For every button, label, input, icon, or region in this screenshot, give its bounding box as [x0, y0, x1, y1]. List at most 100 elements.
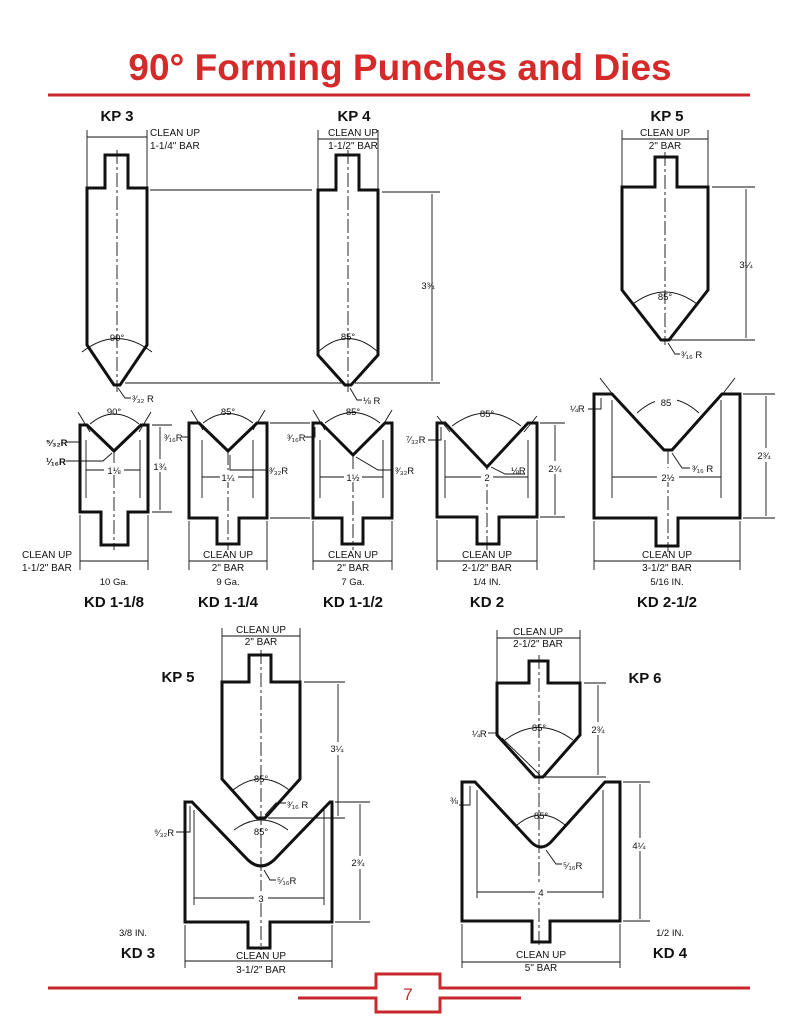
width-dim: 2 — [484, 473, 489, 484]
height-dim: 2¼ — [548, 464, 562, 475]
die-label: KD 1-1/8 — [84, 594, 144, 611]
angle-label: 85° — [341, 332, 356, 343]
die-label: KD 3 — [121, 945, 155, 962]
bar-size: 2-1/2" BAR — [462, 563, 512, 574]
bottom-radius-label: ³⁄₁₆ R — [692, 464, 713, 475]
bar-size: 3-1/2" BAR — [236, 965, 286, 976]
radius-label: ⅛ R — [363, 396, 381, 407]
die-outline — [460, 780, 622, 944]
punch-outline — [620, 155, 710, 342]
die-outline — [183, 800, 334, 950]
height-dim: 1¾ — [153, 462, 167, 473]
bottom-radius-label: ¹⁄₁₆R — [46, 457, 66, 468]
height-dim: 2¾ — [351, 858, 365, 869]
clean-up-label: CLEAN UP — [150, 128, 200, 139]
die-outline — [311, 421, 394, 546]
die-outline — [592, 392, 742, 548]
die-label: KD 4 — [653, 945, 688, 962]
angle-label: 90° — [107, 407, 122, 418]
gauge-label: 1/4 IN. — [473, 577, 501, 588]
clean-up-label: CLEAN UP — [236, 951, 286, 962]
bar-size: 2" BAR — [212, 563, 244, 574]
bottom-radius-label: ³⁄₃₂R — [395, 466, 414, 477]
height-dim: 4¼ — [632, 841, 646, 852]
punch-label: KP 5 — [161, 669, 194, 686]
width-dim: 1½ — [346, 473, 359, 484]
die-label: KD 1-1/4 — [198, 594, 259, 611]
height-dim: 2¾ — [591, 725, 605, 736]
height-dim: 3¾ — [421, 281, 435, 292]
width-dim: 2½ — [661, 473, 674, 484]
angle-label: 85° — [346, 407, 361, 418]
clean-up-label: CLEAN UP — [328, 550, 378, 561]
bar-size: 5" BAR — [525, 963, 557, 974]
punch-label: KP 4 — [337, 108, 371, 125]
top-radius-label: ⅜ — [450, 796, 458, 807]
die-label: KD 1-1/2 — [323, 594, 383, 611]
page-number: 7 — [403, 985, 412, 1004]
clean-up-label: CLEAN UP — [22, 550, 72, 561]
gauge-label: 9 Ga. — [216, 577, 239, 588]
clean-up-label: CLEAN UP — [203, 550, 253, 561]
set-kp6-kd4: KP 6 CLEAN UP 2-1/2" BAR 85° ¼R 2¾ 85° ⅜… — [450, 627, 688, 974]
die-kd-1-1-4: 85° 1¼ ³⁄₁₆R ³⁄₃₂R CLEAN UP 2" BAR 9 Ga.… — [164, 407, 288, 611]
bar-size: 2" BAR — [649, 141, 681, 152]
radius-label: ³⁄₁₆ R — [681, 350, 702, 361]
punch-kp3: KP 3 CLEAN UP 1-1/4" BAR 90° ³⁄₃₂ R — [81, 108, 200, 405]
clean-up-label: CLEAN UP — [328, 128, 378, 139]
punch-outline — [85, 153, 149, 387]
die-kd-1-1-8: 90° 1⅛ 1¾ ⁵⁄₃₂R ¹⁄₁₆R CLEAN UP 1-1/2" BA… — [22, 407, 172, 611]
punch-kp5-top: KP 5 CLEAN UP 2" BAR 85° 3¼ ³⁄₁₆ R — [620, 108, 755, 361]
angle-label: 85° — [532, 723, 547, 734]
bar-size: 2" BAR — [245, 637, 277, 648]
width-dim: 1¼ — [221, 473, 235, 484]
radius-label: ¼R — [472, 729, 487, 740]
set-kp5-kd3: KP 5 CLEAN UP 2" BAR 85° ³⁄₁₆ R 3¼ 85° ⁹… — [119, 625, 370, 976]
angle-label: 85° — [480, 409, 495, 420]
angle-label: 85° — [254, 774, 269, 785]
die-kd-2-1-2: 85 2½ ¼R ³⁄₁₆ R 2¾ CLEAN UP 3-1/2" BAR 5… — [570, 377, 775, 611]
bottom-radius-label: ⁵⁄₁₆R — [277, 876, 297, 887]
height-dim: 2¾ — [757, 451, 771, 462]
page-title: 90° Forming Punches and Dies — [128, 47, 671, 88]
punch-label: KP 3 — [100, 108, 133, 125]
die-outline — [187, 421, 269, 546]
page-footer: 7 — [48, 972, 750, 1014]
angle-label: 90° — [110, 333, 125, 344]
gauge-label: 5/16 IN. — [650, 577, 683, 588]
punch-outline — [495, 659, 582, 779]
radius-label: ³⁄₁₆ R — [287, 800, 308, 811]
top-radius-label: ¼R — [570, 404, 585, 415]
bar-size: 1-1/2" BAR — [22, 563, 72, 574]
punch-kp4: KP 4 CLEAN UP 1-1/2" BAR 85° 3¾ ⅛ R — [316, 108, 440, 407]
clean-up-label: CLEAN UP — [236, 625, 286, 636]
angle-label: 85° — [534, 811, 549, 822]
bar-size: 3-1/2" BAR — [642, 563, 692, 574]
gauge-label: 1/2 IN. — [656, 928, 684, 939]
top-radius-label: ³⁄₁₆R — [164, 433, 183, 444]
width-dim: 3 — [258, 894, 263, 905]
clean-up-label: CLEAN UP — [642, 550, 692, 561]
punch-outline — [220, 653, 302, 820]
top-radius-label: ⁵⁄₃₂R — [46, 438, 68, 449]
top-radius-label: ⁷⁄₃₂R — [406, 435, 426, 446]
gauge-label: 10 Ga. — [100, 577, 129, 588]
die-label: KD 2-1/2 — [637, 594, 697, 611]
die-outline — [78, 423, 150, 547]
bottom-radius-label: ³⁄₃₂R — [269, 466, 288, 477]
die-kd-1-1-2: 85° 1½ ³⁄₁₆R ³⁄₃₂R CLEAN UP 2" BAR 7 Ga.… — [287, 407, 414, 611]
punch-outline — [316, 153, 380, 387]
die-label: KD 2 — [470, 594, 504, 611]
angle-label: 85° — [254, 827, 269, 838]
height-dim: 3¼ — [330, 744, 344, 755]
bar-size: 2-1/2" BAR — [513, 639, 563, 650]
bottom-radius-label: ⁵⁄₁₆R — [563, 861, 583, 872]
angle-label: 85° — [658, 292, 673, 303]
bar-size: 2" BAR — [337, 563, 369, 574]
width-dim: 4 — [538, 888, 543, 899]
radius-label: ³⁄₃₂ R — [132, 394, 154, 405]
bar-size: 1-1/2" BAR — [328, 141, 378, 152]
gauge-label: 3/8 IN. — [119, 928, 147, 939]
width-dim: 1⅛ — [107, 466, 120, 477]
